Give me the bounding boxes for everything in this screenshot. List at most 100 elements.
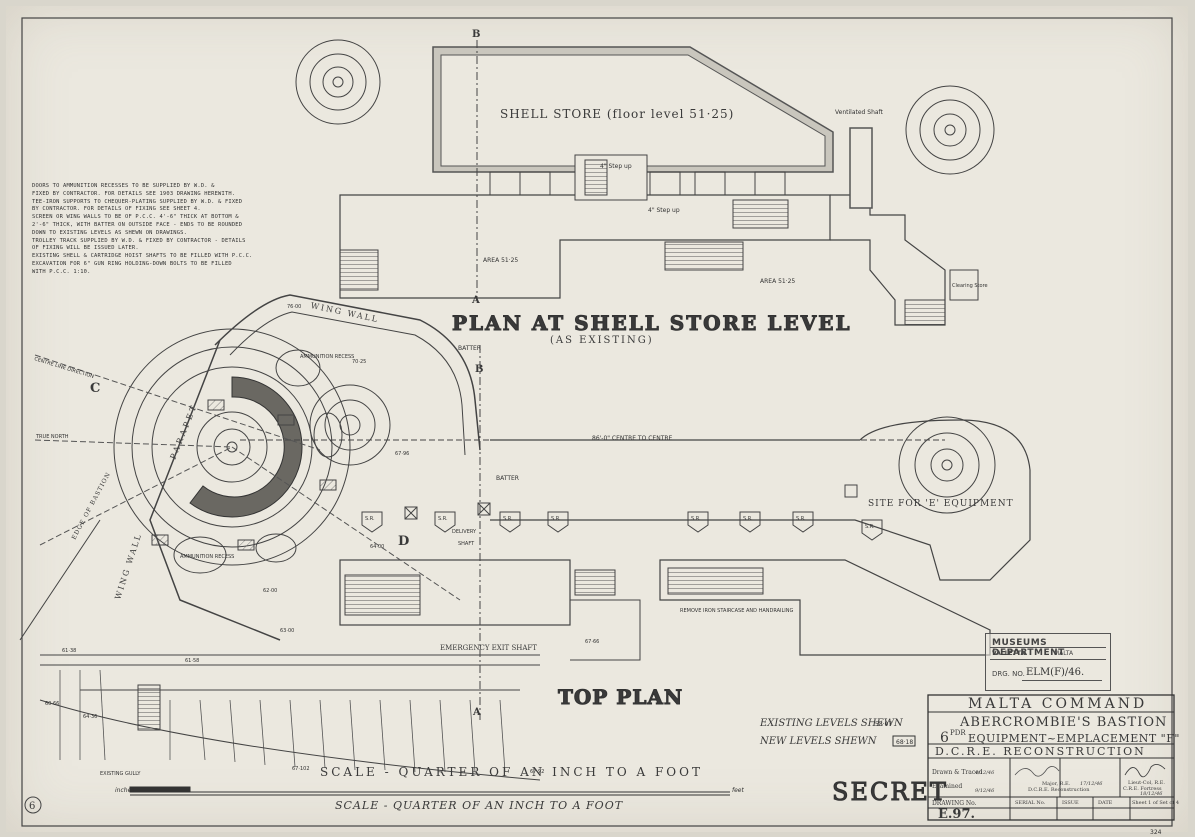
spot-level-3: 67·96 — [395, 451, 409, 457]
stamp-city: VALLETTA — [992, 650, 1026, 657]
recess-1 — [489, 171, 521, 196]
ammunition-recess-label-1: AMMUNITION RECESS — [300, 354, 354, 360]
wing-wall-inner — [229, 311, 466, 456]
right-emplacement-wall — [490, 419, 1031, 581]
delivery-label: DELIVERY — [452, 529, 477, 535]
shell-store-plan-title: PLAN AT SHELL STORE LEVEL — [452, 311, 852, 335]
sheet-border — [21, 17, 1173, 827]
ventilated-shaft — [849, 127, 873, 209]
cre-signature — [1124, 764, 1166, 778]
steps-bottom — [137, 684, 161, 731]
stair-wing — [904, 299, 946, 326]
wing-wall-outer — [214, 294, 481, 451]
scale-watermark: SCALE - QUARTER OF AN INCH TO A FOOT — [320, 765, 703, 779]
title-command: MALTA COMMAND — [968, 696, 1147, 712]
stair-right — [732, 199, 789, 229]
note-line: BY CONTRACTOR. FOR DETAILS OF FIXING SEE… — [32, 206, 201, 213]
title-pdr-unit: PDR — [950, 729, 966, 737]
gun-ring-left — [295, 39, 381, 125]
note-line: TEE-IRON SUPPORTS TO CHEQUER-PLATING SUP… — [32, 198, 243, 205]
lift-shaft — [584, 159, 608, 196]
stair-left — [339, 249, 379, 291]
area-label-1: AREA 51·25 — [483, 257, 518, 264]
stair-hatch-2 — [574, 569, 616, 596]
stair-hatch-1 — [344, 574, 421, 616]
section-label-b: B — [475, 364, 483, 375]
major-date: 17/12/46 — [1080, 781, 1103, 787]
sr-label-1: S.R. — [365, 516, 375, 522]
stair-middle — [664, 241, 744, 271]
examined-date: 9/12/46 — [975, 788, 995, 794]
recess-2 — [519, 171, 551, 196]
scale-label: SCALE - QUARTER OF AN INCH TO A FOOT — [335, 799, 624, 812]
issue-label: ISSUE — [1062, 800, 1079, 806]
centre-line-direction — [34, 354, 321, 451]
wing-wall-left-label: WING WALL — [113, 532, 143, 601]
section-label-d: D — [398, 534, 409, 549]
ammunition-recess-top — [275, 349, 321, 387]
scale-inches-label: inches — [115, 787, 134, 794]
new-levels-sample: 68·18 — [896, 739, 913, 746]
lower-corridor — [570, 599, 641, 661]
shell-store-plan — [295, 39, 995, 326]
note-line: EXISTING SHELL & CARTRIDGE HOIST SHAFTS … — [32, 253, 253, 260]
drawing-no: E.97. — [938, 807, 975, 822]
wing-wall-label: WING WALL — [310, 301, 380, 324]
step-up-label-1: 4" Step up — [600, 163, 632, 170]
stamp-title: MUSEUMS DEPARTMENT — [992, 638, 1065, 658]
sheet-label: Sheet 1 of Set of 4 — [1132, 800, 1179, 806]
spot-level-8: 61·58 — [185, 658, 199, 664]
top-plan-title: TOP PLAN — [558, 685, 683, 709]
note-line: SCREEN OR WING WALLS TO BE OF P.C.C. 4'-… — [32, 214, 239, 221]
shaft-label: SHAFT — [458, 541, 475, 547]
corner-note: 324 — [1150, 829, 1162, 836]
ventilated-shaft-label: Ventilated Shaft — [835, 109, 884, 116]
cre-role: Lieut-Col, R.E. — [1128, 780, 1165, 786]
serial-label: SERIAL No. — [1015, 800, 1046, 806]
parapet-label: PARAPET — [169, 402, 200, 461]
step-up-label-2: 4" Step up — [648, 207, 680, 214]
existing-gully-label: EXISTING GULLY — [100, 771, 141, 777]
spot-level-12: 67·92 — [530, 769, 544, 775]
gun-ring-site-e — [898, 416, 996, 514]
sr-label-6: S.R. — [743, 516, 753, 522]
drawing-no-label: DRAWING No. — [932, 800, 977, 807]
sr-label-7: S.R. — [796, 516, 806, 522]
spot-level-10: 64·36 — [83, 714, 97, 720]
stamp-country: MALTA — [1054, 650, 1074, 657]
shell-store-plan-subtitle: (AS EXISTING) — [550, 335, 654, 346]
spot-level-4: 64·00 — [370, 544, 384, 550]
stamp-divider — [990, 647, 1106, 648]
scale-bar — [129, 786, 730, 796]
section-label-a: A — [472, 707, 481, 718]
edge-of-bastion-label: EDGE OF BASTION — [71, 471, 113, 541]
spot-level-11: 67·102 — [292, 766, 310, 772]
general-notes: DOORS TO AMMUNITION RECESSES TO BE SUPPL… — [32, 183, 253, 277]
major-signature — [1014, 766, 1060, 777]
true-north-label: TRUE NORTH — [35, 434, 69, 440]
note-line: TROLLEY TRACK SUPPLIED BY W.D. & FIXED B… — [32, 237, 246, 244]
spot-level-9: 60·66 — [45, 701, 59, 707]
museum-stamp: MUSEUMS DEPARTMENT VALLETTA MALTA DRG. N… — [985, 633, 1111, 691]
note-line: EXCAVATION FOR 6" GUN RING HOLDING-DOWN … — [32, 260, 232, 267]
ammunition-recess-right — [255, 533, 297, 563]
major-org: D.C.R.E. Reconstruction — [1028, 787, 1090, 793]
recess-5 — [754, 171, 786, 196]
spot-level-7: 61·38 — [62, 648, 76, 654]
pit-recesses — [151, 399, 337, 551]
note-line: DOWN TO EXISTING LEVELS AS SHEWN ON DRAW… — [32, 229, 188, 236]
title-block — [927, 694, 1175, 821]
sr-label-5: S.R. — [691, 516, 701, 522]
existing-levels-label: EXISTING LEVELS SHEWN — [759, 718, 904, 729]
clearing-store-label: Clearing Store — [952, 283, 988, 289]
spot-level-2: 70·25 — [352, 359, 366, 365]
gun-ring-right — [905, 85, 995, 175]
bastion-curve — [39, 699, 541, 781]
drawn-label: Drawn & Traced — [932, 769, 983, 776]
classification-label: SECRET — [832, 778, 948, 806]
area-label-2: AREA 51·25 — [760, 278, 795, 285]
new-levels-box — [892, 735, 916, 747]
title-department: D.C.R.E. RECONSTRUCTION — [935, 745, 1146, 758]
sr-label-8: S.R. — [865, 524, 875, 530]
